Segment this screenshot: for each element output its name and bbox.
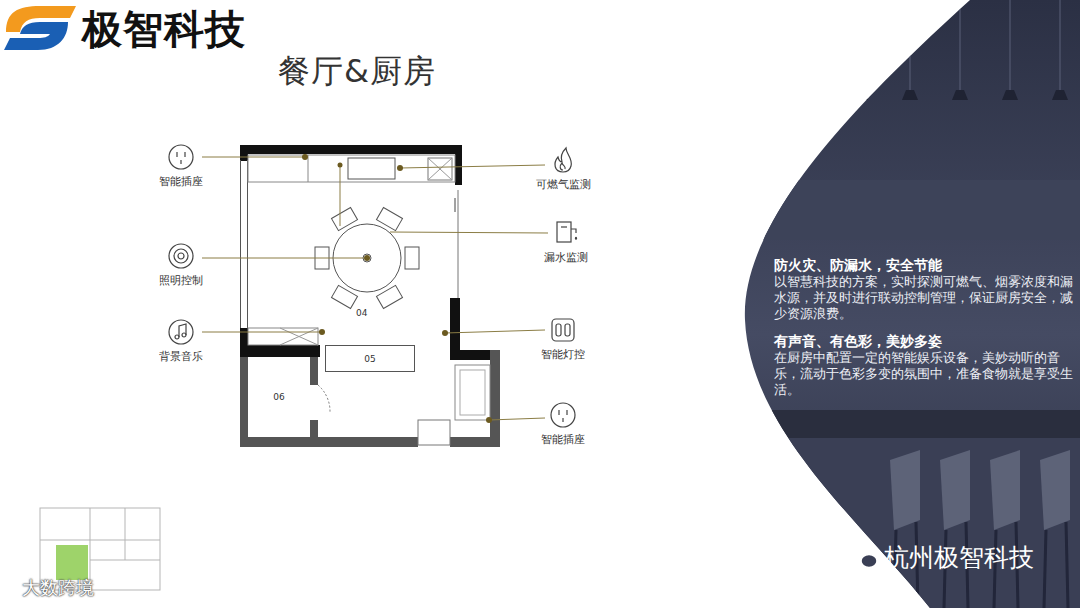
room-number: 05 bbox=[364, 354, 375, 364]
room-box: 06 bbox=[248, 357, 310, 437]
device-callout: 照明控制 bbox=[159, 242, 203, 288]
logo-text: 极智科技 bbox=[82, 2, 246, 57]
panel-body: 在厨房中配置一定的智能娱乐设备，美妙动听的音乐，流动于色彩多变的氛围中，准备食物… bbox=[774, 350, 1074, 398]
wechat-icon bbox=[850, 545, 880, 571]
socket-icon bbox=[549, 401, 577, 429]
leader-lines bbox=[202, 157, 548, 420]
device-label: 智能灯控 bbox=[541, 347, 585, 362]
socket-icon bbox=[167, 143, 195, 171]
watermark: 大数跨境 bbox=[22, 576, 94, 600]
room-number: 04 bbox=[356, 308, 367, 318]
logo-icon bbox=[4, 6, 76, 50]
device-label: 照明控制 bbox=[159, 273, 203, 288]
device-callout: 可燃气监测 bbox=[536, 146, 591, 192]
device-callout: 智能灯控 bbox=[541, 316, 585, 362]
page-title: 餐厅&厨房 bbox=[278, 50, 436, 94]
room-number: 06 bbox=[273, 392, 284, 402]
lamp-icon bbox=[167, 242, 195, 270]
info-panel: 防火灾、防漏水，安全节能以智慧科技的方案，实时探测可燃气、烟雾浓度和漏水源，并及… bbox=[740, 0, 1080, 608]
switch-icon bbox=[549, 316, 577, 344]
device-callout: 背景音乐 bbox=[159, 318, 203, 364]
music-icon bbox=[167, 318, 195, 346]
device-callout: 智能插座 bbox=[541, 401, 585, 447]
water-icon bbox=[552, 219, 580, 247]
device-callout: 智能插座 bbox=[159, 143, 203, 189]
room-box: 05 bbox=[325, 345, 415, 372]
flame-icon bbox=[549, 146, 577, 174]
panel-heading: 防火灾、防漏水，安全节能 bbox=[774, 256, 1074, 274]
floor-plan bbox=[240, 145, 500, 447]
device-callout: 漏水监测 bbox=[544, 219, 588, 265]
watermark: 杭州极智科技 bbox=[884, 541, 1034, 574]
device-label: 背景音乐 bbox=[159, 349, 203, 364]
device-label: 可燃气监测 bbox=[536, 177, 591, 192]
panel-heading: 有声音、有色彩，美妙多姿 bbox=[774, 332, 1074, 350]
panel-body: 以智慧科技的方案，实时探测可燃气、烟雾浓度和漏水源，并及时进行联动控制管理，保证… bbox=[774, 274, 1074, 322]
device-label: 智能插座 bbox=[159, 174, 203, 189]
device-label: 智能插座 bbox=[541, 432, 585, 447]
leader-dots bbox=[302, 154, 492, 423]
device-label: 漏水监测 bbox=[544, 250, 588, 265]
